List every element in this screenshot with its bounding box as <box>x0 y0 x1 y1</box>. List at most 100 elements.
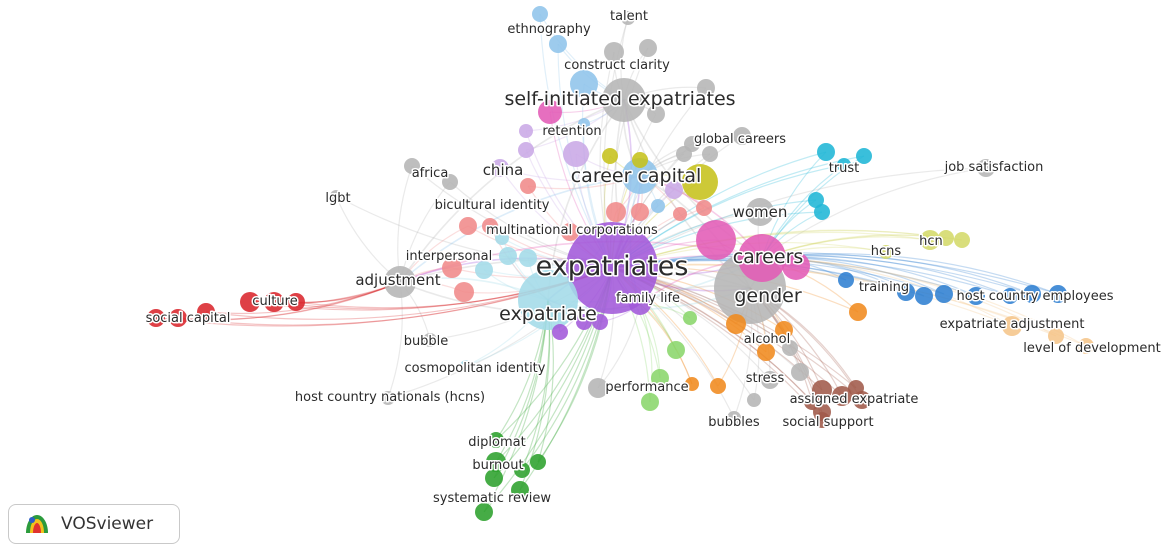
node-trust-b[interactable] <box>817 143 835 161</box>
node-alcohol[interactable] <box>775 321 793 339</box>
node-gc-d[interactable] <box>702 146 718 162</box>
label-family-life[interactable]: family life <box>614 290 681 308</box>
label-stress[interactable]: stress <box>744 370 786 388</box>
label-global-careers[interactable]: global careers <box>692 131 787 149</box>
label-hcn[interactable]: hcn <box>918 233 945 251</box>
node-assigned-e[interactable] <box>848 380 864 396</box>
node-women[interactable] <box>746 198 774 226</box>
node-talent[interactable] <box>621 11 635 25</box>
node-adjustment[interactable] <box>384 266 416 298</box>
label-diplomat[interactable]: diplomat <box>467 434 527 452</box>
node-social-capital-c[interactable] <box>197 303 215 321</box>
node-stress-b[interactable] <box>791 363 809 381</box>
node-expatriate[interactable] <box>518 270 578 330</box>
node-mnc-e[interactable] <box>673 207 687 221</box>
node-alcohol-c[interactable] <box>757 343 775 361</box>
node-family-life-d[interactable] <box>552 324 568 340</box>
label-job-satisfaction[interactable]: job satisfaction <box>942 159 1045 177</box>
label-alcohol[interactable]: alcohol <box>742 331 791 349</box>
label-level-of-development[interactable]: level of development <box>1022 340 1162 358</box>
node-bicult[interactable] <box>459 217 477 235</box>
label-trust[interactable]: trust <box>827 160 861 178</box>
node-performance-c[interactable] <box>667 341 685 359</box>
node-culture-c[interactable] <box>287 293 305 311</box>
node-bubbles-b[interactable] <box>727 411 741 425</box>
node-career-capital[interactable] <box>622 158 658 194</box>
node-perf-gray[interactable] <box>588 378 608 398</box>
node-social-capital-b[interactable] <box>169 309 187 327</box>
node-culture-b[interactable] <box>264 292 284 312</box>
node-africa-b[interactable] <box>442 174 458 190</box>
node-sie-blue[interactable] <box>570 70 598 98</box>
node-family-life-b[interactable] <box>592 314 608 330</box>
label-interpersonal[interactable]: interpersonal <box>404 248 493 266</box>
node-hcns[interactable] <box>879 245 893 259</box>
node-assigned[interactable] <box>832 386 852 406</box>
node-job-satisfaction[interactable] <box>977 159 995 177</box>
label-multinational-corporations[interactable]: multinational corporations <box>485 222 660 240</box>
node-expatriates[interactable] <box>566 222 658 314</box>
node-sr[interactable] <box>485 469 503 487</box>
node-cyan-mid-b[interactable] <box>495 231 509 245</box>
node-culture[interactable] <box>240 292 260 312</box>
label-bicultural-identity[interactable]: bicultural identity <box>433 197 551 215</box>
node-social-support-b[interactable] <box>813 403 831 421</box>
label-host-country-nationals-hcns[interactable]: host country nationals (hcns) <box>293 389 486 407</box>
node-burnout-b[interactable] <box>514 462 530 478</box>
label-host-country-employees[interactable]: host country employees <box>955 288 1115 306</box>
node-hce-a[interactable] <box>935 285 953 303</box>
node-careers-b[interactable] <box>696 220 736 260</box>
node-hcn-nat[interactable] <box>381 391 395 405</box>
label-expatriate-adjustment[interactable]: expatriate adjustment <box>938 316 1086 334</box>
node-lgbt[interactable] <box>330 190 342 202</box>
node-alcohol-gray[interactable] <box>782 340 798 356</box>
node-hce-e[interactable] <box>1002 288 1018 304</box>
node-ethno[interactable] <box>532 6 548 22</box>
label-cosmopolitan-identity[interactable]: cosmopolitan identity <box>403 360 547 378</box>
node-cyan-mid[interactable] <box>519 249 537 267</box>
label-career-capital[interactable]: career capital <box>569 164 703 189</box>
node-burnout[interactable] <box>486 452 506 472</box>
node-lod[interactable] <box>1078 338 1094 354</box>
label-ethnography[interactable]: ethnography <box>506 21 593 39</box>
node-mnc-f[interactable] <box>696 200 712 216</box>
node-career-capital-b[interactable] <box>682 164 718 200</box>
label-construct-clarity[interactable]: construct clarity <box>563 57 672 75</box>
node-gc-f[interactable] <box>647 105 665 123</box>
node-construct-b[interactable] <box>639 39 657 57</box>
node-sr-b[interactable] <box>511 481 529 499</box>
label-culture[interactable]: culture <box>251 293 299 311</box>
node-interp-c[interactable] <box>475 261 493 279</box>
label-performance[interactable]: performance <box>604 379 690 397</box>
node-retention-c[interactable] <box>563 141 589 167</box>
node-exp-adj[interactable] <box>1002 316 1022 336</box>
label-china[interactable]: china <box>481 160 525 181</box>
node-diplomat[interactable] <box>488 432 504 448</box>
node-global-careers[interactable] <box>733 127 751 145</box>
node-cc-olive-b[interactable] <box>632 152 648 168</box>
node-mnc-d[interactable] <box>651 199 665 213</box>
node-hce-c[interactable] <box>1023 285 1041 303</box>
node-alcohol-b[interactable] <box>726 314 746 334</box>
label-talent[interactable]: talent <box>608 8 649 26</box>
node-retention-d[interactable] <box>538 100 562 124</box>
node-trust-c[interactable] <box>814 204 830 220</box>
label-bubbles[interactable]: bubbles <box>707 414 762 432</box>
label-adjustment[interactable]: adjustment <box>354 270 442 291</box>
label-expatriate[interactable]: expatriate <box>498 302 599 327</box>
node-trust[interactable] <box>837 158 851 172</box>
label-gender[interactable]: gender <box>733 284 804 309</box>
node-cosmo[interactable] <box>460 360 472 372</box>
node-bicult-b[interactable] <box>482 218 498 234</box>
node-cc-olive-a[interactable] <box>602 148 618 164</box>
label-training[interactable]: training <box>857 279 910 297</box>
node-bubble[interactable] <box>423 333 437 347</box>
node-careers[interactable] <box>738 234 786 282</box>
label-social-support[interactable]: social support <box>781 414 875 432</box>
label-lgbt[interactable]: lgbt <box>324 190 352 208</box>
label-africa[interactable]: africa <box>410 165 450 183</box>
node-mnc-c[interactable] <box>631 203 649 221</box>
node-training[interactable] <box>838 272 854 288</box>
node-stress[interactable] <box>761 371 779 389</box>
node-retention[interactable] <box>519 124 533 138</box>
